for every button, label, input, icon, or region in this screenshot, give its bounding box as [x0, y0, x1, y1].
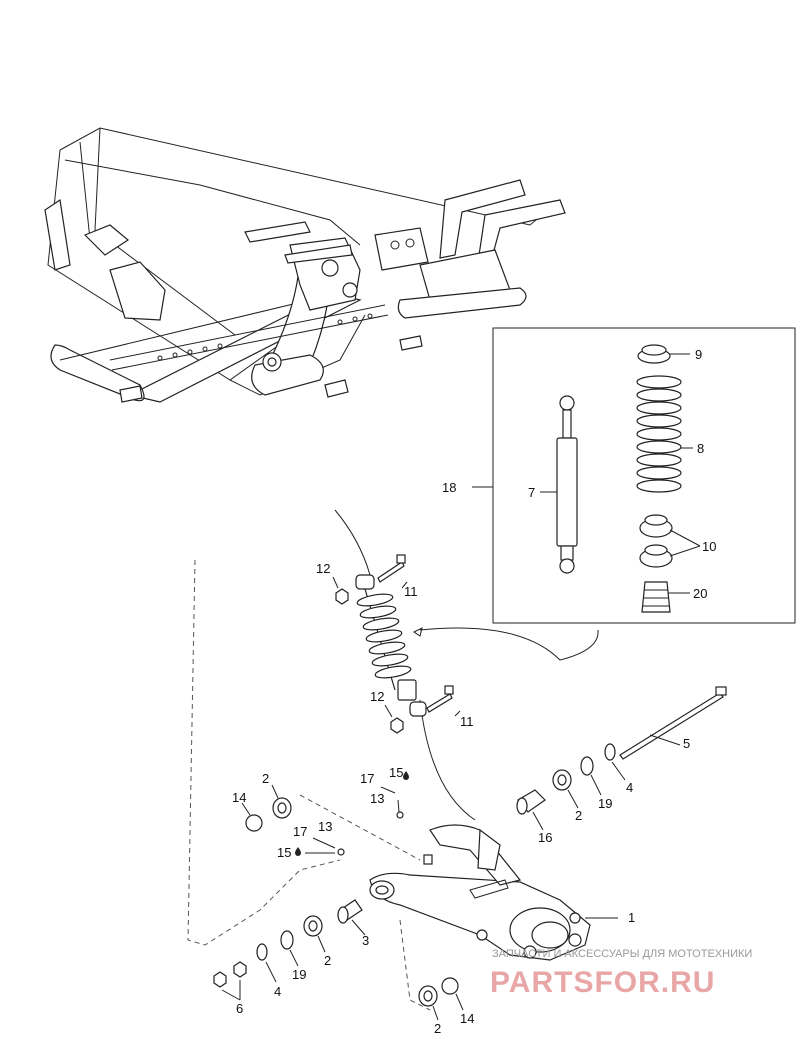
- spring-retainer: [637, 344, 690, 364]
- spring-stoppers: [639, 514, 701, 568]
- callout-20: 20: [693, 586, 707, 601]
- callout-18: 18: [442, 480, 456, 495]
- callout-12-upper: 12: [316, 561, 330, 576]
- callout-7: 7: [528, 485, 535, 500]
- rail-holes: [157, 313, 373, 361]
- callout-1: 1: [628, 910, 635, 925]
- callout-2-lower-left: 2: [324, 953, 331, 968]
- callout-14-bottom: 14: [460, 1011, 474, 1026]
- callout-13-lower: 13: [318, 819, 332, 834]
- callout-5: 5: [683, 736, 690, 751]
- frame-assembly: [44, 127, 566, 403]
- watermark-logo-text: PARTSFOR.RU: [490, 966, 715, 999]
- callout-15-lower: 15: [277, 845, 291, 860]
- callout-4-right: 4: [626, 780, 633, 795]
- assembled-spring-coils: [356, 593, 412, 679]
- callout-15-upper: 15: [389, 765, 403, 780]
- assembly-guide-lines: [187, 509, 599, 1011]
- shock-components-box: [472, 327, 796, 624]
- callout-17-lower: 17: [293, 824, 307, 839]
- coil-spring: [636, 375, 693, 493]
- callout-19-right: 19: [598, 796, 612, 811]
- callout-19-left: 19: [292, 967, 306, 982]
- callout-13-upper: 13: [370, 791, 384, 806]
- watermark: ЗАПЧАСТИ И АКСЕССУАРЫ ДЛЯ МОТОТЕХНИКИ PA…: [490, 948, 752, 999]
- callout-11-lower: 11: [460, 714, 474, 729]
- callout-16: 16: [538, 830, 552, 845]
- callout-2-right: 2: [575, 808, 582, 823]
- watermark-tagline: ЗАПЧАСТИ И АКСЕССУАРЫ ДЛЯ МОТОТЕХНИКИ: [492, 948, 752, 960]
- callout-12-lower: 12: [370, 689, 384, 704]
- rear-arm-assembly: [213, 686, 727, 1021]
- callout-2-upper-left: 2: [262, 771, 269, 786]
- callout-2-bottom: 2: [434, 1021, 441, 1036]
- callout-9: 9: [695, 347, 702, 362]
- callout-14-upper: 14: [232, 790, 246, 805]
- callout-6: 6: [236, 1001, 243, 1016]
- callout-11-upper: 11: [404, 584, 418, 599]
- callout-labels: 9 8 7 18 10 20 12 11 12 11 5 4 19 2 16 1…: [232, 347, 716, 1036]
- callout-10: 10: [702, 539, 716, 554]
- callout-8: 8: [697, 441, 704, 456]
- callout-3: 3: [362, 933, 369, 948]
- damper-body: [540, 395, 578, 574]
- assembled-shock: [332, 554, 461, 734]
- bump-stop: [641, 581, 690, 613]
- callout-4-left: 4: [274, 984, 281, 999]
- callout-17-upper: 17: [360, 771, 374, 786]
